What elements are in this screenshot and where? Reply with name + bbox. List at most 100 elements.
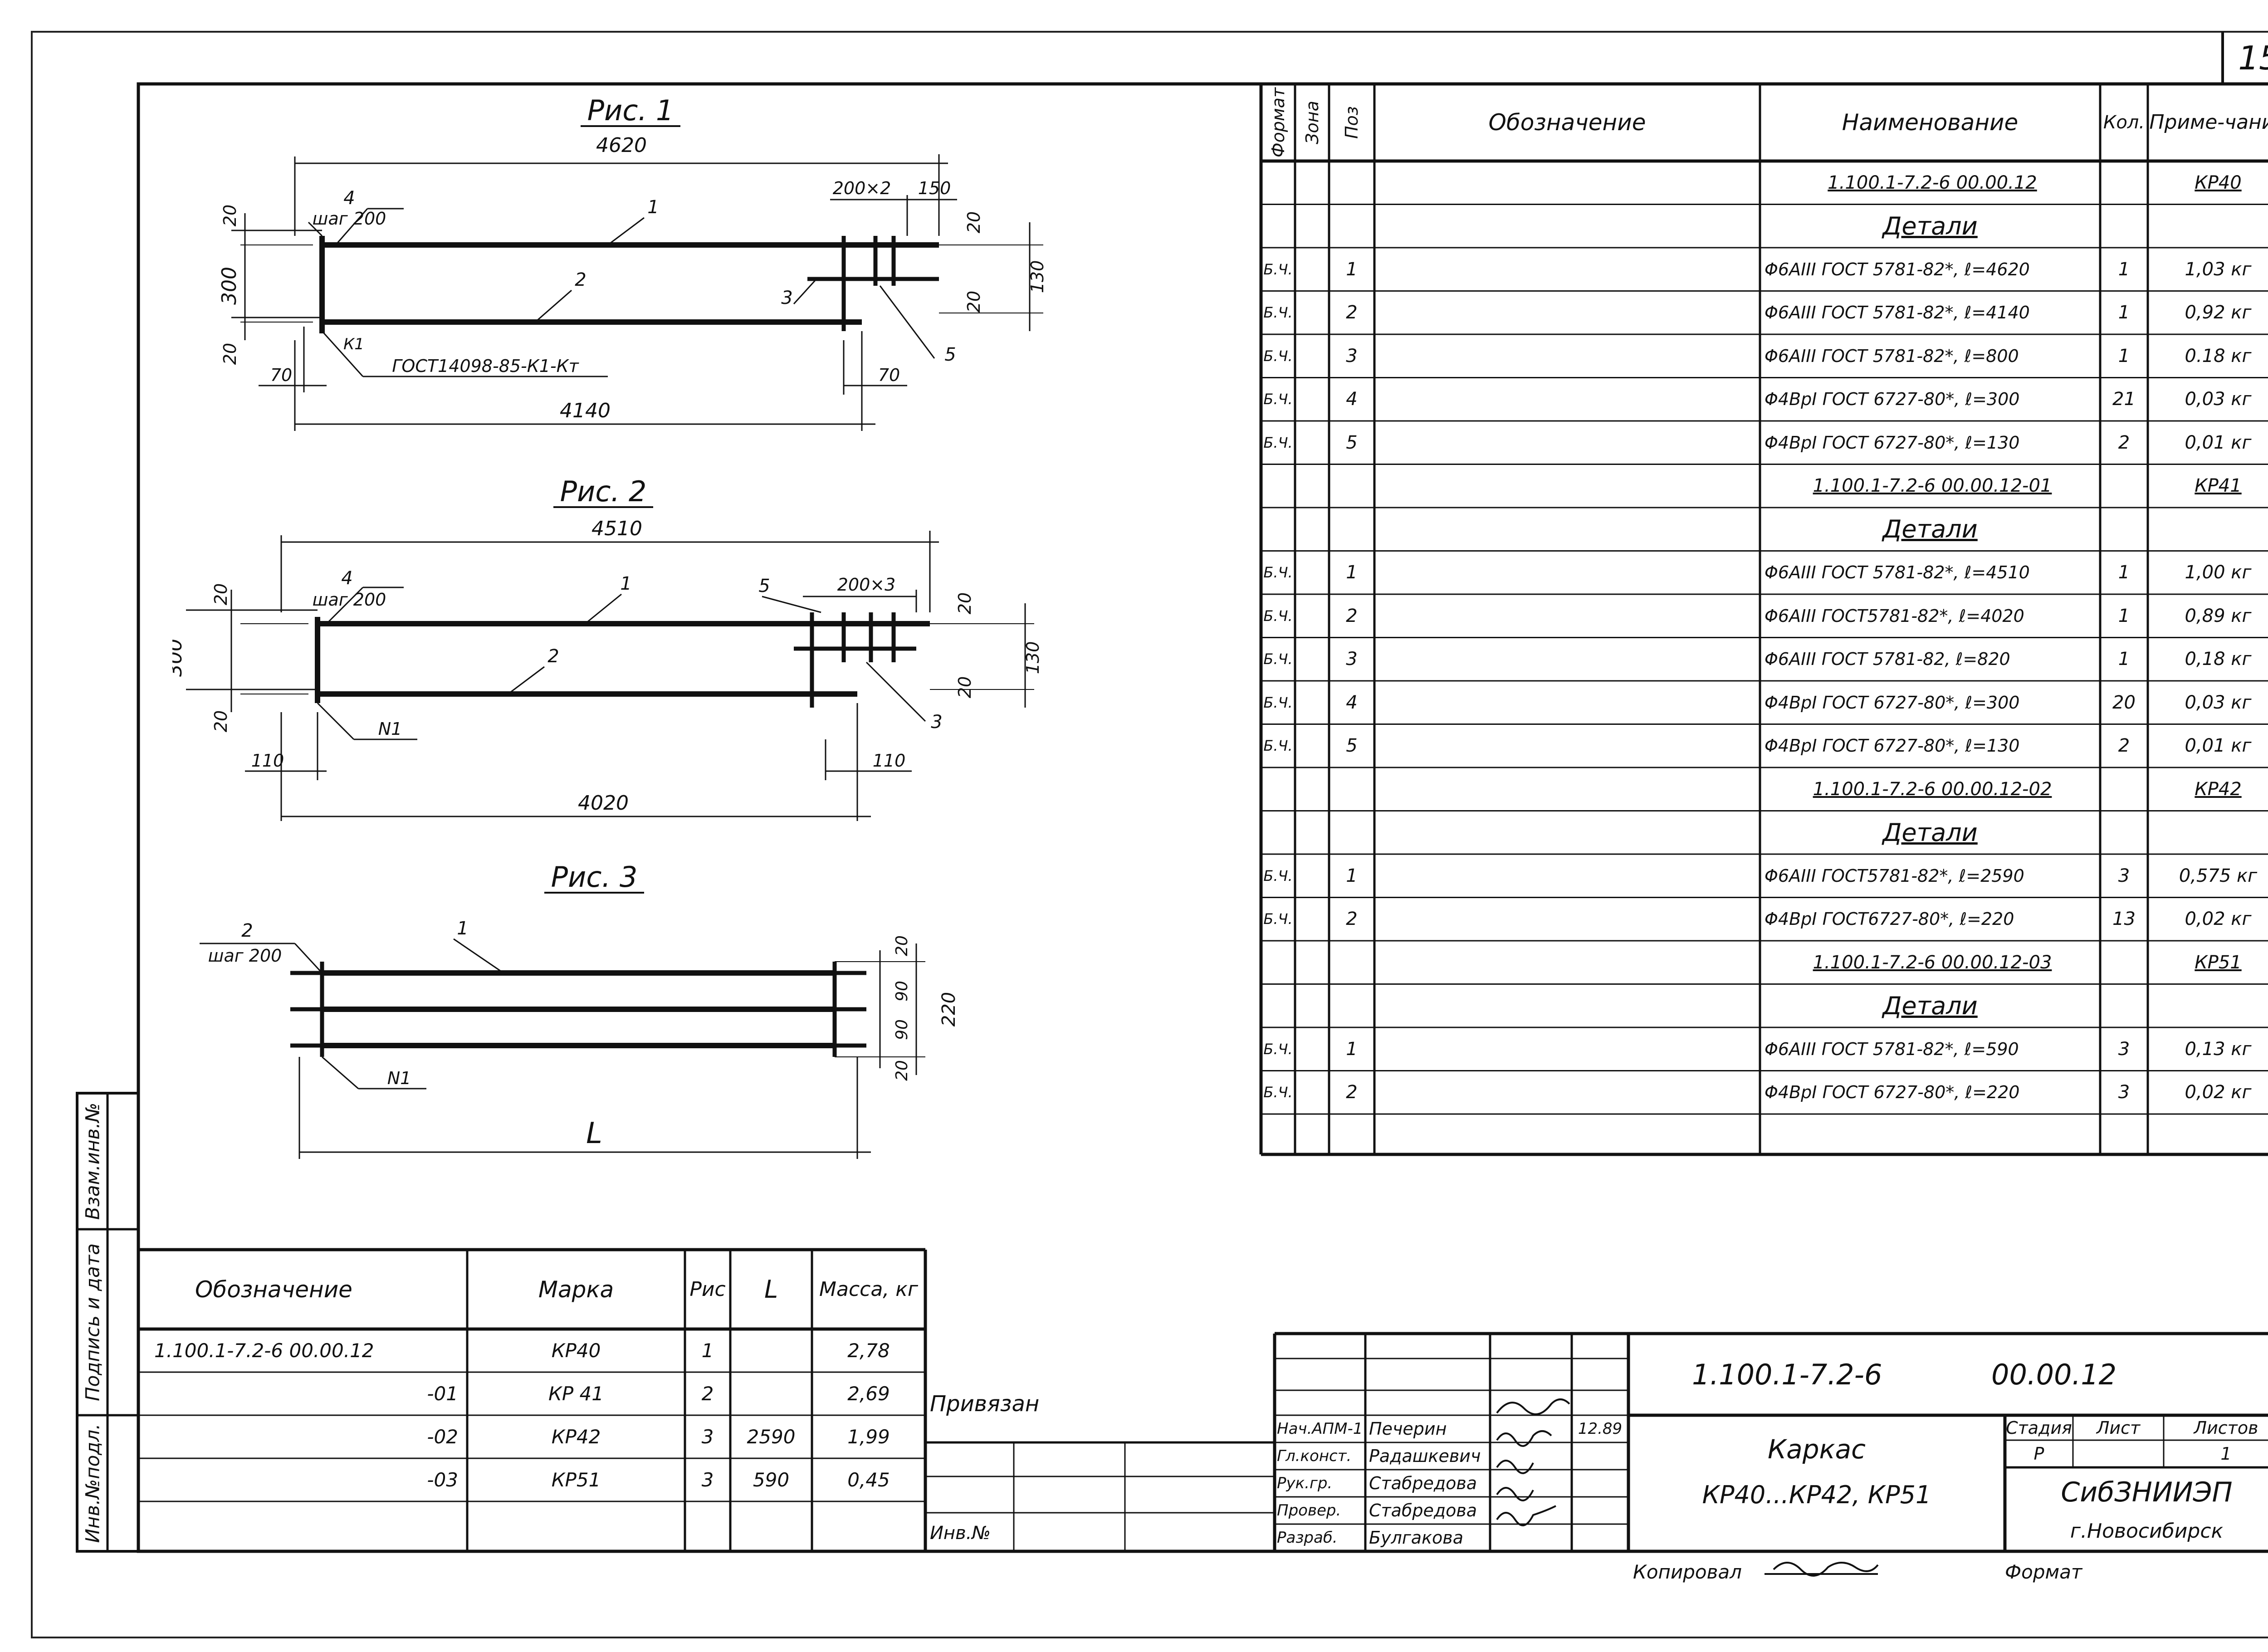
- fig1-dim-left-bot: 20: [220, 343, 240, 365]
- marks-cell-mark: КР51: [551, 1469, 601, 1491]
- spec-cell-pos: 2: [1346, 302, 1358, 323]
- sheet-number: 15: [2238, 39, 2268, 77]
- spec-cell-note: 0,18 кг: [2185, 649, 2252, 670]
- fig2-dim-right-top: 20: [955, 592, 975, 614]
- spec-cell-section: Детали: [1882, 211, 1978, 240]
- fig3-label-n1: N1: [387, 1068, 411, 1088]
- spec-cell-name: Φ4ВрI ГОСТ 6727-80*, ℓ=130: [1765, 736, 2020, 756]
- spec-cell-name: Φ6АIII ГОСТ5781-82*, ℓ=4020: [1765, 606, 2024, 626]
- fig2-label-5: 5: [758, 576, 770, 596]
- signatures: [1496, 1398, 1570, 1526]
- marks-cell-fig: 3: [701, 1426, 714, 1448]
- spec-cell-pos: 3: [1346, 649, 1358, 670]
- spec-cell-section: Детали: [1882, 818, 1978, 847]
- marks-cell-designation: 1.100.1-7.2-6 00.00.12: [154, 1339, 374, 1362]
- sheet-label: Лист: [2096, 1417, 2141, 1438]
- person-role: Разраб.: [1277, 1529, 1338, 1547]
- spec-cell-doc: 1.100.1-7.2-6 00.00.12-02: [1813, 778, 2052, 800]
- spec-cell-qty: 3: [2118, 865, 2130, 886]
- spec-header-designation: Обозначение: [1488, 109, 1646, 136]
- marks-header-fig: Рис: [689, 1278, 726, 1301]
- spec-cell-note: КР51: [2195, 952, 2242, 973]
- title-name-2: КР40...КР42, КР51: [1702, 1480, 1931, 1509]
- fig2-dim-left-step: 110: [251, 751, 284, 771]
- spec-cell-pos: 5: [1346, 432, 1358, 453]
- spec-cell-section: Детали: [1882, 991, 1978, 1020]
- fig1-dim-right-top: 20: [964, 211, 984, 233]
- stage-value: Р: [2033, 1444, 2044, 1464]
- person-role: Гл.конст.: [1277, 1447, 1352, 1465]
- spec-cell-note: 0,01 кг: [2185, 432, 2252, 453]
- fig2-label-n1: N1: [378, 719, 402, 739]
- privyazan-label: Привязан: [930, 1391, 1040, 1417]
- spec-cell-note: 1,03 кг: [2185, 259, 2252, 280]
- marks-cell-mark: КР 41: [548, 1383, 604, 1405]
- spec-cell-format: Б.Ч.: [1263, 1084, 1293, 1101]
- spec-cell-name: Φ6АIII ГОСТ5781-82*, ℓ=2590: [1765, 865, 2024, 886]
- fig2-label-1: 1: [620, 573, 631, 594]
- marks-cell-l: 590: [753, 1469, 790, 1491]
- spec-cell-note: 0,575 кг: [2179, 865, 2258, 886]
- person-role: Рук.гр.: [1277, 1474, 1333, 1492]
- spec-header-qty: Кол.: [2103, 112, 2145, 133]
- fig2-dim-right-step: 110: [873, 751, 906, 771]
- spec-cell-format: Б.Ч.: [1263, 260, 1293, 278]
- fig1-dim-left-mid: 300: [218, 267, 241, 305]
- spec-cell-format: Б.Ч.: [1263, 304, 1293, 322]
- title-code: 1.100.1-7.2-6: [1692, 1358, 1882, 1391]
- fig2-dim-right-mid: 130: [1023, 641, 1043, 674]
- spec-cell-note: КР40: [2195, 172, 2242, 193]
- spec-cell-format: Б.Ч.: [1263, 1040, 1293, 1058]
- spec-cell-format: Б.Ч.: [1263, 434, 1293, 451]
- marks-cell-mass: 2,78: [847, 1339, 890, 1362]
- spec-cell-format: Б.Ч.: [1263, 737, 1293, 755]
- spec-cell-qty: 1: [2118, 562, 2130, 583]
- spec-cell-name: Φ4ВрI ГОСТ 6727-80*, ℓ=130: [1765, 432, 2020, 453]
- spec-cell-name: Φ6АIII ГОСТ 5781-82, ℓ=820: [1765, 649, 2010, 670]
- copied-signature: [1765, 1562, 1879, 1577]
- spec-cell-format: Б.Ч.: [1263, 391, 1293, 408]
- fig2-dim-left-mid: 300: [172, 639, 186, 677]
- spec-cell-note: 0,03 кг: [2185, 692, 2252, 713]
- fig1-label-1: 1: [647, 197, 659, 218]
- fig2-dim-left-bot: 20: [211, 710, 231, 732]
- fig3-dim-20a: 20: [893, 935, 911, 956]
- marks-cell-designation: -02: [427, 1426, 458, 1448]
- sheets-value: 1: [2220, 1444, 2232, 1464]
- fig3-dim-length: L: [586, 1117, 602, 1150]
- fig1-label-3: 3: [781, 288, 792, 308]
- spec-cell-pos: 2: [1346, 1082, 1358, 1103]
- person-name: Радашкевич: [1369, 1446, 1481, 1466]
- marks-cell-mass: 1,99: [847, 1426, 890, 1448]
- spec-cell-note: 0,02 кг: [2185, 1082, 2252, 1103]
- spec-cell-name: Φ6АIII ГОСТ 5781-82*, ℓ=590: [1765, 1039, 2019, 1059]
- fig2-dim-spacing: 200×3: [837, 575, 896, 595]
- fig3-label-1: 1: [457, 918, 468, 939]
- spec-cell-qty: 1: [2118, 259, 2130, 280]
- fig3-dim-90b: 90: [893, 1019, 911, 1040]
- org-name: СибЗНИИЭП: [2061, 1476, 2233, 1508]
- spec-cell-note: 1,00 кг: [2185, 562, 2252, 583]
- stage-label: Стадия: [2006, 1417, 2072, 1438]
- spec-cell-note: 0,01 кг: [2185, 735, 2252, 757]
- fig1-dim-spacing: 200×2: [833, 178, 891, 198]
- person-name: Стабредова: [1369, 1473, 1477, 1493]
- fig1-dim-left-top: 20: [220, 205, 240, 226]
- spec-cell-format: Б.Ч.: [1263, 694, 1293, 711]
- fig2-dim-left-top: 20: [211, 583, 231, 605]
- fig1-dim-left-step: 70: [270, 365, 292, 385]
- copied-label: Копировал: [1633, 1560, 1742, 1583]
- spec-cell-pos: 1: [1346, 562, 1358, 583]
- spec-cell-doc: 1.100.1-7.2-6 00.00.12-03: [1813, 952, 2052, 973]
- spec-cell-format: Б.Ч.: [1263, 607, 1293, 625]
- person-role: Нач.АПМ-1: [1277, 1420, 1363, 1438]
- spec-cell-pos: 2: [1346, 605, 1358, 626]
- fig1-label-4: 4: [343, 188, 355, 209]
- spec-cell-pos: 1: [1346, 259, 1358, 280]
- fig1-dim-top: 4620: [596, 134, 647, 157]
- fig2-title: Рис. 2: [560, 475, 647, 508]
- fig3-dim-total: 220: [938, 992, 959, 1026]
- spec-cell-format: Б.Ч.: [1263, 564, 1293, 582]
- fig2-label-2: 2: [547, 646, 559, 667]
